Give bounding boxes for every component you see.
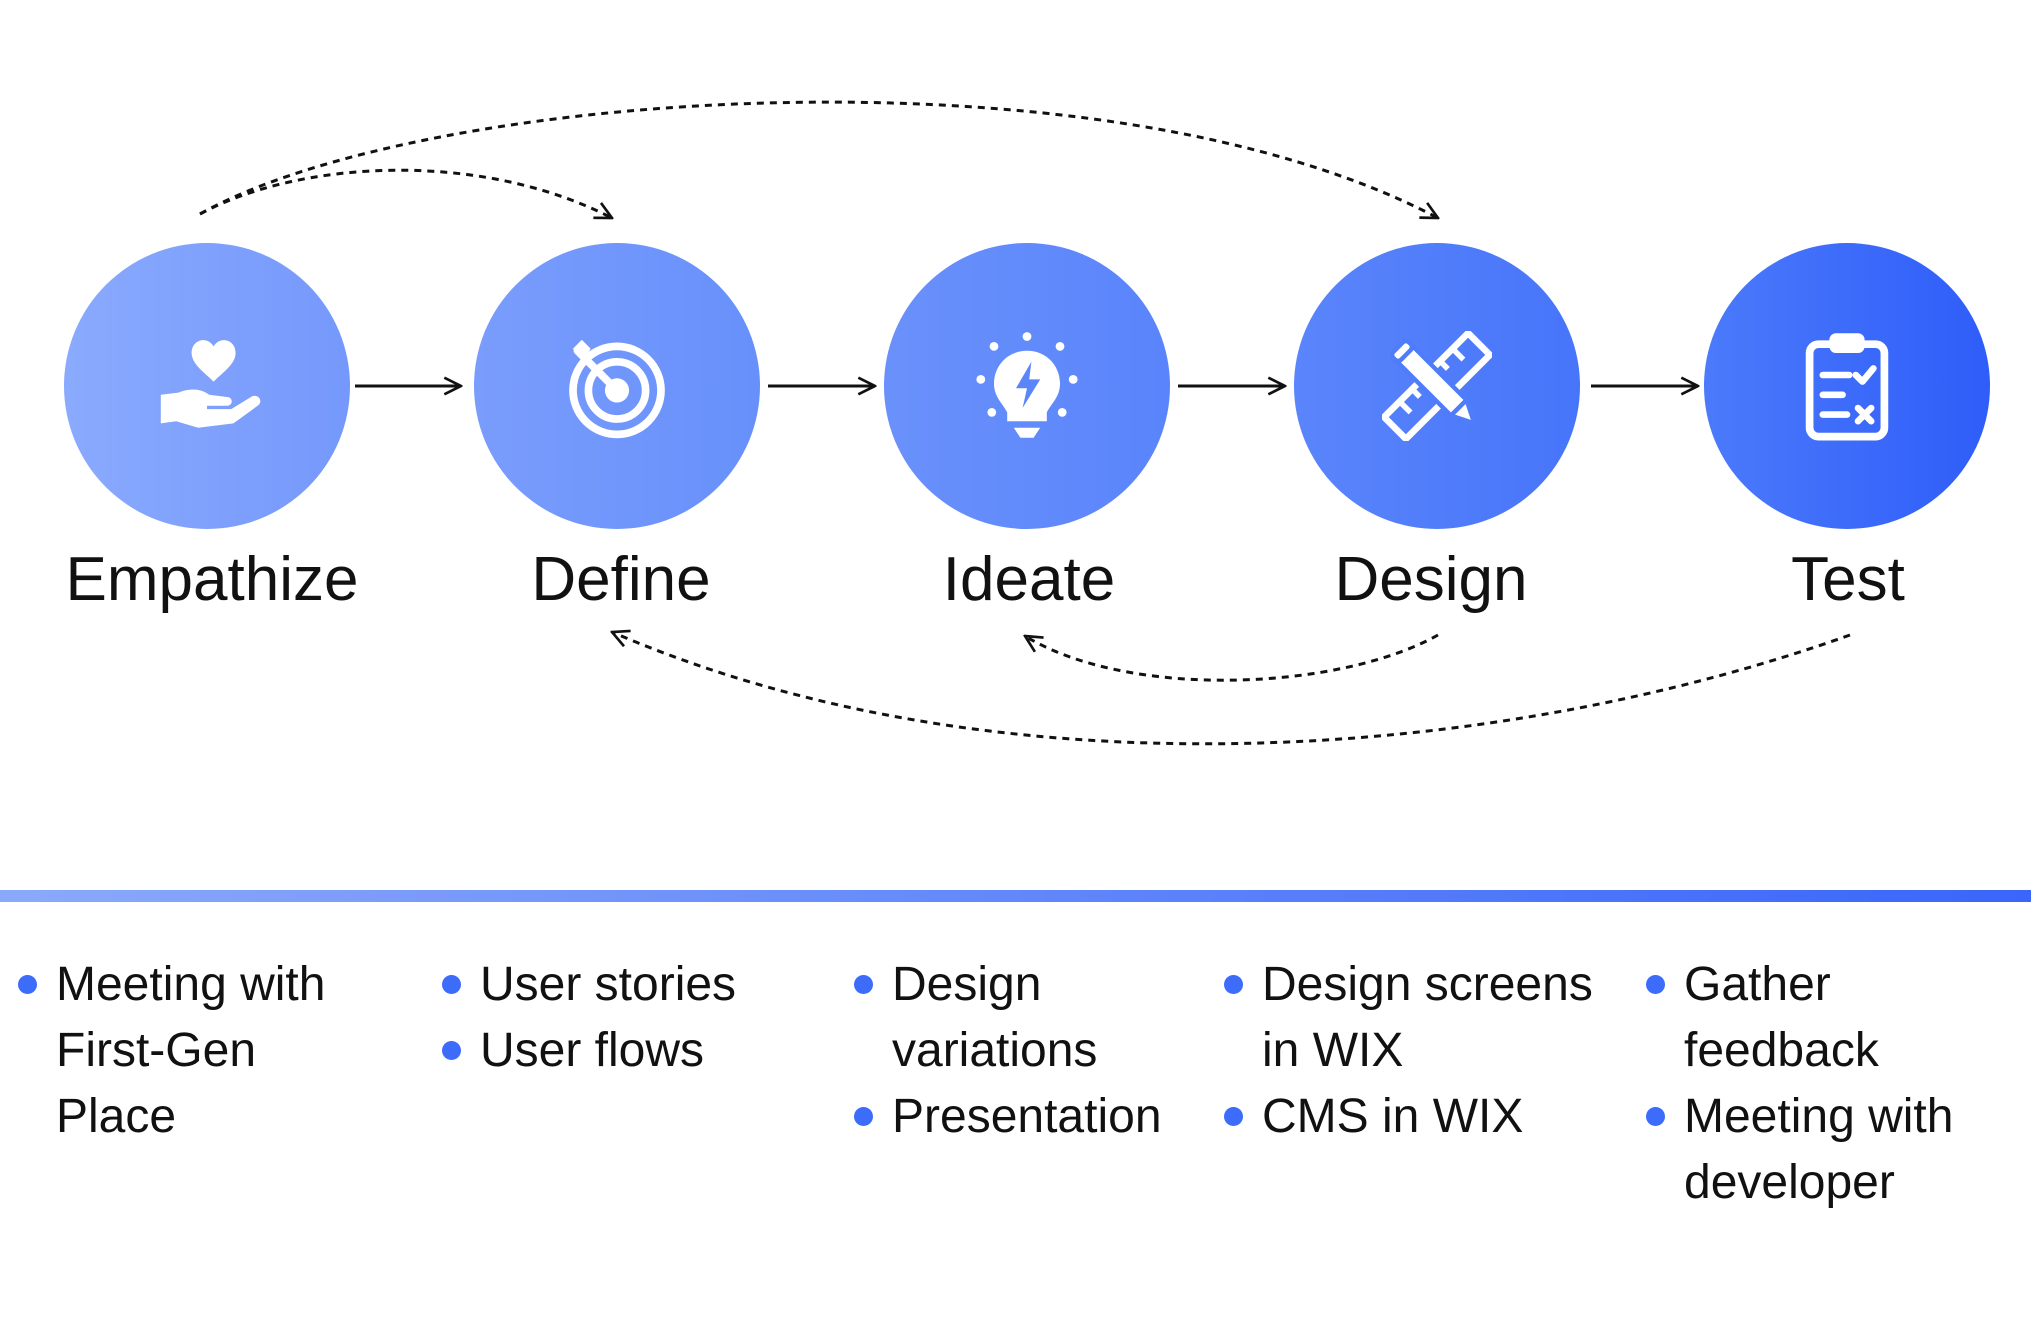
note-text: Gather feedback xyxy=(1684,958,1879,1077)
note-item: User flows xyxy=(442,1018,802,1084)
note-text: User flows xyxy=(480,1024,705,1077)
notes-empathize: Meeting with First-Gen Place xyxy=(18,952,358,1150)
note-item: Design variations xyxy=(854,952,1214,1084)
bullet-dot xyxy=(442,1041,461,1060)
stage-label-empathize: Empathize xyxy=(65,545,359,614)
note-item: Design screens in WIX xyxy=(1224,952,1614,1084)
heart-in-hand-icon xyxy=(160,340,261,428)
note-text: Meeting with First-Gen Place xyxy=(56,958,326,1143)
note-item: Meeting with First-Gen Place xyxy=(18,952,358,1150)
stage-label-define: Define xyxy=(531,545,711,614)
loop-empathize-to-design xyxy=(199,100,1438,218)
loop-test-to-define xyxy=(612,632,1851,746)
pencil-ruler-icon xyxy=(1382,331,1492,441)
loop-design-to-ideate xyxy=(1025,633,1439,682)
stage-define-circle xyxy=(474,243,760,529)
note-text: Meeting with developer xyxy=(1684,1090,1954,1209)
note-text: CMS in WIX xyxy=(1262,1090,1524,1143)
stage-label-design: Design xyxy=(1334,545,1528,614)
clipboard-checklist-icon xyxy=(1805,333,1889,441)
bullet-dot xyxy=(18,975,37,994)
divider-gradient-bar xyxy=(0,890,2031,902)
bullet-dot xyxy=(1646,975,1665,994)
note-item: User stories xyxy=(442,952,802,1018)
notes-test: Gather feedback Meeting with developer xyxy=(1646,952,1986,1216)
notes-define: User stories User flows xyxy=(442,952,802,1084)
bullet-dot xyxy=(854,1107,873,1126)
bullet-dot xyxy=(1224,975,1243,994)
note-item: Gather feedback xyxy=(1646,952,1986,1084)
bullet-dot xyxy=(854,975,873,994)
stage-design-circle xyxy=(1294,243,1580,529)
bullet-dot xyxy=(442,975,461,994)
bullet-dot xyxy=(1224,1107,1243,1126)
lightbulb-icon xyxy=(976,332,1078,438)
notes-design: Design screens in WIX CMS in WIX xyxy=(1224,952,1614,1150)
stage-ideate-circle xyxy=(884,243,1170,529)
note-text: User stories xyxy=(480,958,737,1011)
target-icon xyxy=(569,339,665,439)
notes-ideate: Design variations Presentation xyxy=(854,952,1214,1150)
note-item: CMS in WIX xyxy=(1224,1084,1614,1150)
bullet-dot xyxy=(1646,1107,1665,1126)
note-item: Meeting with developer xyxy=(1646,1084,1986,1216)
loop-empathize-to-define xyxy=(199,168,612,218)
stage-label-ideate: Ideate xyxy=(942,545,1116,614)
note-item: Presentation xyxy=(854,1084,1214,1150)
stage-empathize-circle xyxy=(64,243,350,529)
stage-label-test: Test xyxy=(1791,545,1905,614)
note-text: Design variations xyxy=(892,958,1098,1077)
stage-test-circle xyxy=(1704,243,1990,529)
note-text: Presentation xyxy=(892,1090,1162,1143)
note-text: Design screens in WIX xyxy=(1262,958,1593,1077)
